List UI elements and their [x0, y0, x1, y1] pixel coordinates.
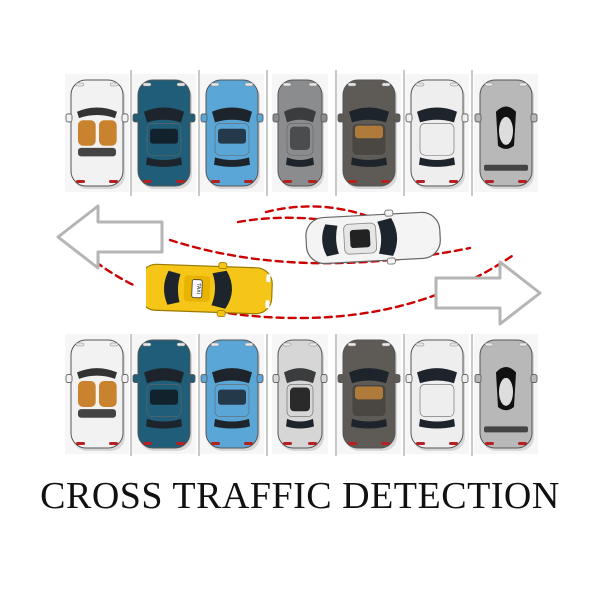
top-row-car-2: [200, 74, 264, 192]
left-arrow-icon: [56, 204, 164, 270]
crossing-car: [305, 209, 441, 265]
taxi-car: TAXI: [136, 260, 273, 318]
top-row-car-5: [405, 74, 469, 192]
parking-slot-lines: [130, 70, 473, 456]
bottom-row-car-6: [474, 334, 538, 454]
bottom-row-car-0: [65, 334, 129, 454]
bottom-row-car-3: [272, 334, 328, 454]
taxi-sign-text: TAXI: [195, 282, 201, 294]
bottom-row-car-1: [132, 334, 196, 454]
top-row-car-6: [474, 74, 538, 192]
top-parked-row: [65, 74, 538, 192]
top-row-car-0: [65, 74, 129, 192]
bottom-parked-row: [65, 334, 538, 454]
caption-title: CROSS TRAFFIC DETECTION: [40, 475, 560, 517]
direction-arrows: [56, 204, 542, 326]
bottom-row-car-5: [405, 334, 469, 454]
top-row-car-3: [272, 74, 328, 192]
bottom-row-car-4: [337, 334, 401, 454]
top-row-car-4: [337, 74, 401, 192]
taxi-roof-sign: [191, 279, 203, 299]
bottom-row-car-2: [200, 334, 264, 454]
top-row-car-1: [132, 74, 196, 192]
right-arrow-icon: [434, 260, 542, 326]
